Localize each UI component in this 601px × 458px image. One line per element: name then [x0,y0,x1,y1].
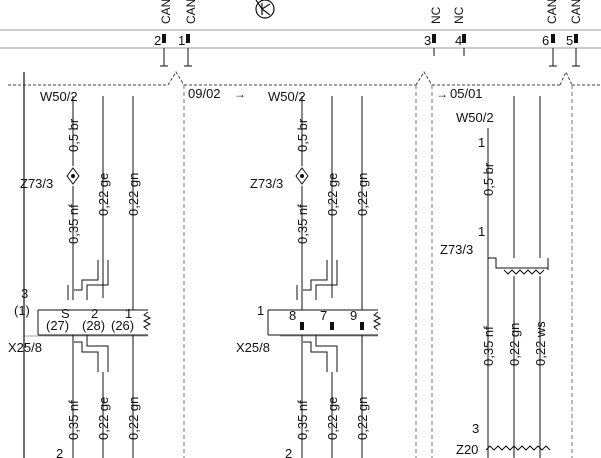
panel-borders [183,85,573,458]
pin-signal: CAN [545,0,559,24]
wire-label: 0,5 br [295,118,310,152]
wire-label: 0,22 gn [126,173,141,216]
terminal-label: (27) [46,318,69,333]
splice-label: Z73/3 [20,176,53,191]
pin-number: 1 [178,33,185,48]
pin-number: 1 [478,135,485,150]
wire-label: 0,35 nf [481,326,496,366]
wire-label: 0,5 br [481,162,496,196]
panel-2: 09/02 → W50/2 Z73/3 0,5 br 0,35 nf 0,22 … [188,86,382,458]
splice-icon [295,167,309,185]
pin-number: 5 [566,33,573,48]
header-pins: CAN CAN NC NC CAN CAN 2 1 3 4 6 5 [154,0,583,67]
pin-number: 6 [542,33,549,48]
terminal-label: (28) [82,318,105,333]
wire-label: 0,22 ge [96,397,111,440]
connector-label: X25/8 [8,340,42,355]
terminal-label: (26) [111,318,134,333]
wire-label: 0,35 nf [295,400,310,440]
splice-icon [66,167,80,185]
terminal-label: 9 [350,308,357,323]
wire-label: 0,22 ge [325,173,340,216]
pin-signal: NC [452,6,466,24]
component-label: Z20 [456,442,478,457]
page-ref: 09/02 [188,86,221,101]
pin-signal: NC [429,6,443,24]
connector-label: X25/8 [236,340,270,355]
pin-number: 3 [472,421,479,436]
terminal-label: 1 [125,306,132,321]
wire-label: 0,22 ge [325,397,340,440]
wire-label: 0,22 ge [96,173,111,216]
right-arrow-icon: → [436,87,448,101]
wire-label: 0,35 nf [66,204,81,244]
wire-label: 0,35 nf [66,400,81,440]
pin-signal: CAN [569,0,583,24]
wire-label: 0,22 gn [507,323,522,366]
wire-label: 0,22 ws [533,321,548,366]
wire-label: 0,35 nf [295,204,310,244]
connector-label: W50/2 [40,89,78,104]
right-arrow-icon: → [234,87,246,101]
transistor-icon [255,0,275,19]
grid-lines [0,29,601,49]
wire-label: 0,5 br [66,118,81,152]
panel-3: → 05/01 W50/2 1 0,5 br 1 Z73/3 0,35 nf 0… [436,86,551,458]
pin-number: 3 [424,33,431,48]
pin-number: 1 [478,224,485,239]
connector-label: W50/2 [456,110,494,125]
connector-label: W50/2 [268,89,306,104]
section-divider [8,70,601,86]
terminal-label: 2 [91,306,98,321]
panel-1: W50/2 Z73/3 0,5 br 0,35 nf 0,22 ge 0,22 … [8,89,152,458]
pin-number: 2 [285,446,292,458]
pin-signal: CAN [184,0,198,24]
terminal-label: 7 [320,308,327,323]
pin-number: 2 [56,446,63,458]
page-ref: 05/01 [450,86,483,101]
splice-label: Z73/3 [440,242,473,257]
splice-label: Z73/3 [250,176,283,191]
pin-number: 3 [21,286,28,301]
pin-number: 2 [154,33,161,48]
pin-number: 4 [455,33,462,48]
wire-label: 0,22 gn [355,173,370,216]
pin-signal: CAN [159,0,173,24]
wire-label: 0,22 gn [126,397,141,440]
wire-label: 0,22 gn [355,397,370,440]
pin-number: 1 [257,303,264,318]
pin-number: (1) [14,303,30,318]
terminal-label: S [61,306,70,321]
terminal-label: 8 [289,308,296,323]
